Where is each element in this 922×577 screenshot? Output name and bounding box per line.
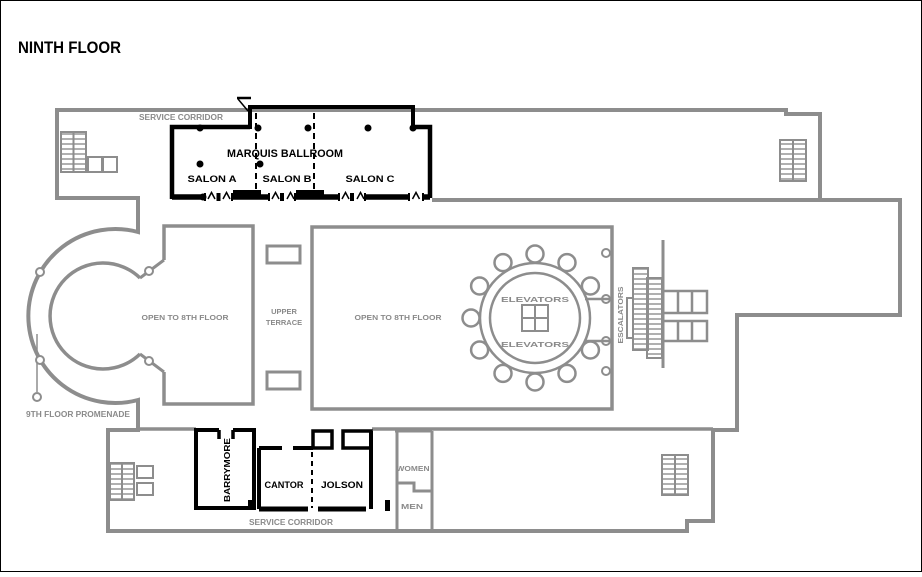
promenade-leader-dot [32,392,42,402]
labels: NINTH FLOOR SERVICE CORRIDOR MARQUIS BAL… [18,38,625,527]
elevator-core [461,244,610,392]
escalator-down-icon [646,277,663,359]
elevator-pods [461,244,601,392]
ballroom-doors [204,190,424,201]
corridor-wall-stub [385,500,390,511]
salon-c-label: SALON C [346,174,396,184]
jolson-label: JOLSON [321,480,363,490]
terrace-planter [265,244,302,265]
stairs-bottom-left-icon [109,462,154,501]
terrace-planter [265,370,302,391]
ballroom-extension [248,105,415,129]
cantor-label: CANTOR [265,480,304,490]
barrymore-label: BARRYMORE [222,438,232,502]
restrooms-outline [395,429,434,531]
escalators-area [626,240,709,368]
barrymore-room-outline [194,428,256,510]
open-to-8th-center-label: OPEN TO 8TH FLOOR [355,313,443,322]
service-corridor-top-label: SERVICE CORRIDOR [139,113,223,122]
service-door-swing [237,98,249,112]
public-walls [26,108,902,533]
salon-b-label: SALON B [263,174,313,184]
stairs-top-right-icon [779,139,807,182]
service-elevator-banks [661,289,709,343]
vestibule-jog [296,190,324,197]
upper-terrace-label-line2: TERRACE [266,318,302,327]
women-label: WOMEN [397,466,430,473]
escalators-label: ESCALATORS [616,287,625,344]
ballroom-walls [169,96,433,512]
service-corridor-bottom-label: SERVICE CORRIDOR [249,518,333,527]
elevator-lobby-stubs [585,297,610,343]
stairs-bottom-right-icon [661,454,689,496]
ballroom-main-outline [169,124,433,199]
upper-terrace-label-line1: UPPER [271,307,297,316]
escalator-up-icon [632,267,649,351]
stairs [60,131,807,501]
salon-a-label: SALON A [188,174,238,184]
promenade-courtyard-circle [48,261,142,371]
open-to-8th-left-outline [162,224,255,406]
stairs-top-left-icon [60,131,118,173]
cantor-jolson-outline [248,429,390,512]
men-label: MEN [401,504,423,511]
open-to-8th-center-outline [310,225,614,411]
promenade-label: 9TH FLOOR PROMENADE [26,410,131,419]
elevators-bottom-label: ELEVATORS [501,340,569,349]
vestibule-jog [233,190,261,197]
ballroom-label: MARQUIS BALLROOM [227,148,343,160]
core-square [521,304,549,332]
column-circles [35,248,611,376]
restroom-divider [397,481,432,493]
open-to-8th-left-label: OPEN TO 8TH FLOOR [142,313,230,322]
page-title: NINTH FLOOR [18,38,121,57]
elevators-top-label: ELEVATORS [501,295,569,304]
